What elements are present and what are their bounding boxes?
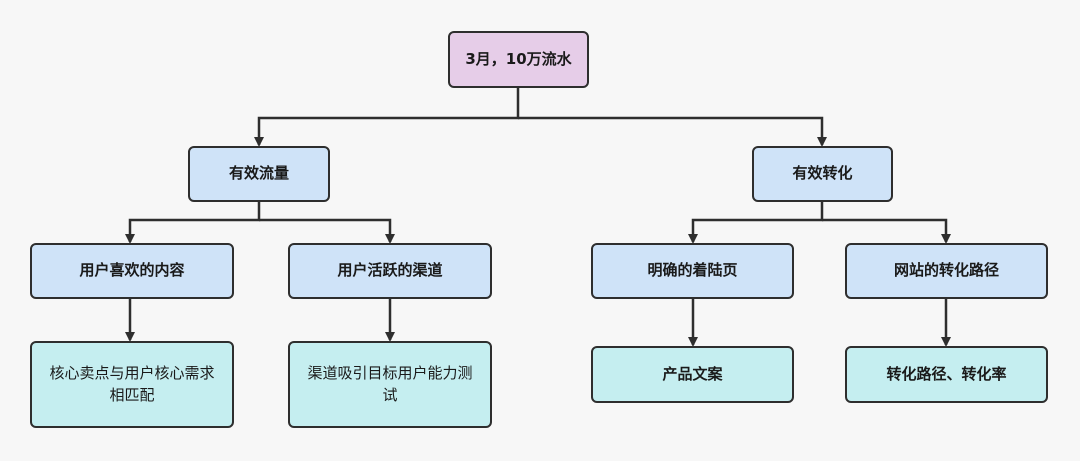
branch-node-effective-traffic: 有效流量 xyxy=(188,146,330,202)
subnode-landing-page: 明确的着陆页 xyxy=(591,243,794,299)
edge-conversion-to-landing xyxy=(688,202,824,244)
edge-traffic-to-channel xyxy=(259,218,395,244)
leaf-conversion-rate: 转化路径、转化率 xyxy=(845,346,1048,403)
edge-conversion-to-path xyxy=(822,218,951,244)
leaf-channel-test: 渠道吸引目标用户能力测试 xyxy=(288,341,492,428)
branch-node-effective-conversion: 有效转化 xyxy=(752,146,893,202)
edge-root-to-effective-traffic xyxy=(254,88,520,147)
edge-traffic-to-content xyxy=(125,202,261,244)
leaf-selling-point-match: 核心卖点与用户核心需求相匹配 xyxy=(30,341,234,428)
root-node: 3月，10万流水 xyxy=(448,31,589,88)
edge-root-to-effective-conversion xyxy=(518,116,827,147)
subnode-favorite-content: 用户喜欢的内容 xyxy=(30,243,234,299)
leaf-product-copy: 产品文案 xyxy=(591,346,794,403)
subnode-conversion-path: 网站的转化路径 xyxy=(845,243,1048,299)
subnode-active-channels: 用户活跃的渠道 xyxy=(288,243,492,299)
